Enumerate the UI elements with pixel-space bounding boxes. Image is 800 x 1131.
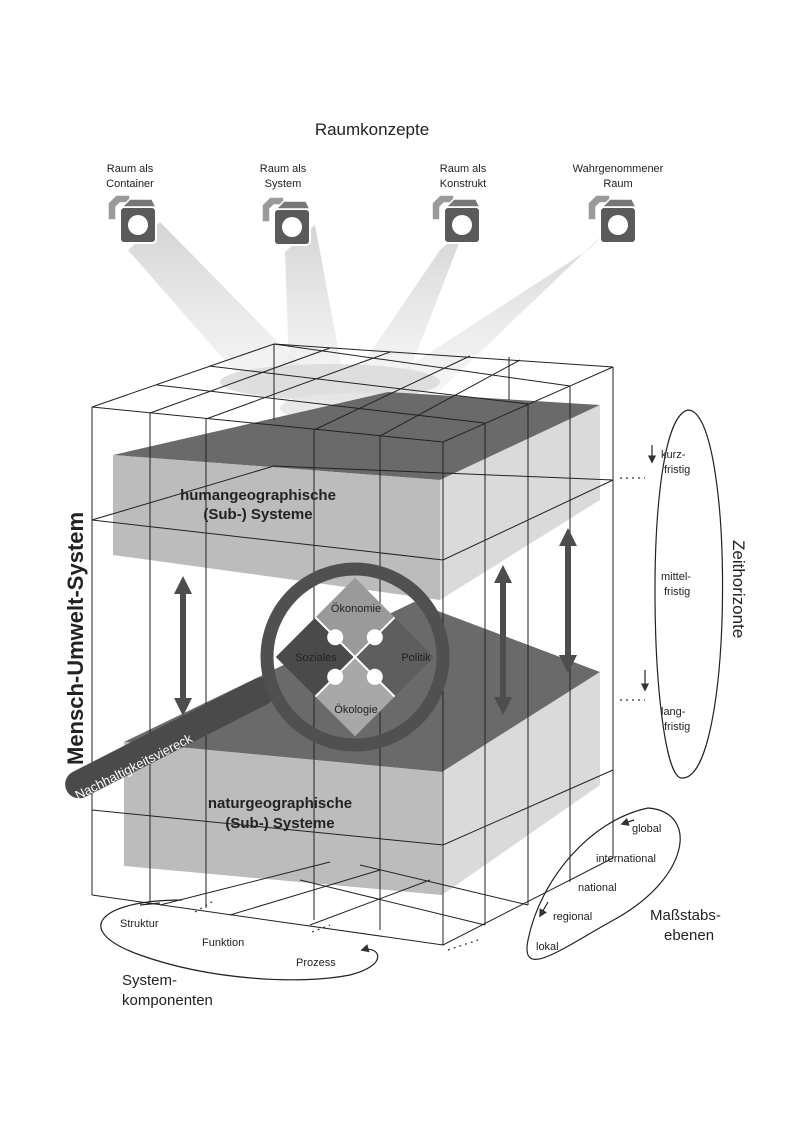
time-label: fristig bbox=[664, 464, 690, 476]
scale-label: global bbox=[632, 823, 661, 835]
concept-label: Konstrukt bbox=[440, 178, 486, 190]
scale-label: regional bbox=[553, 911, 592, 923]
double-arrow-icon bbox=[559, 528, 577, 673]
time-label: fristig bbox=[664, 586, 690, 598]
time-horizons: kurz- fristig mittel- fristig lang- fris… bbox=[640, 409, 748, 779]
nature-slab-label: naturgeographische bbox=[208, 795, 352, 812]
projector-icon bbox=[261, 196, 312, 246]
scale-levels: global international national regional l… bbox=[526, 807, 721, 960]
scale-label: lokal bbox=[536, 941, 559, 953]
double-arrows bbox=[174, 528, 577, 716]
scale-label: national bbox=[578, 882, 617, 894]
human-slab-label: (Sub-) Systeme bbox=[203, 506, 312, 523]
side-label: Mensch-Umwelt-System bbox=[63, 512, 88, 765]
puzzle-label-left: Soziales bbox=[295, 652, 337, 664]
system-label: Funktion bbox=[202, 937, 244, 949]
double-arrow-icon bbox=[494, 565, 512, 715]
concept-label: Wahrgenommener bbox=[573, 163, 664, 175]
concept-label: Raum bbox=[603, 178, 632, 190]
time-title: Zeithorizonte bbox=[729, 540, 748, 638]
magnifier-ring bbox=[260, 562, 450, 752]
concept-label: Raum als bbox=[440, 163, 487, 175]
system-title: System- bbox=[122, 972, 177, 989]
page-title: Raumkonzepte bbox=[315, 120, 429, 139]
system-label: Struktur bbox=[120, 918, 159, 930]
magnifier-handle bbox=[65, 677, 275, 799]
concept-labels: Raum als Container Raum als System Raum … bbox=[106, 163, 664, 190]
guide-dots bbox=[194, 477, 645, 951]
scale-title: ebenen bbox=[664, 927, 714, 944]
light-beams bbox=[128, 222, 612, 423]
scale-label: international bbox=[596, 853, 656, 865]
concept-label: Container bbox=[106, 178, 154, 190]
nature-slab-label: (Sub-) Systeme bbox=[225, 815, 334, 832]
human-slab-label: humangeographische bbox=[180, 487, 336, 504]
projector-icon bbox=[431, 194, 482, 244]
time-label: lang- bbox=[661, 706, 686, 718]
double-arrow-icon bbox=[174, 576, 192, 716]
puzzle-label-top: Ökonomie bbox=[331, 603, 381, 615]
time-label: fristig bbox=[664, 721, 690, 733]
scale-title: Maßstabs- bbox=[650, 907, 721, 924]
concept-label: Raum als bbox=[107, 163, 154, 175]
concept-label: Raum als bbox=[260, 163, 307, 175]
projector-icon bbox=[587, 194, 638, 244]
system-label: Prozess bbox=[296, 957, 336, 969]
system-title: komponenten bbox=[122, 992, 213, 1009]
time-label: kurz- bbox=[661, 449, 686, 461]
concept-label: System bbox=[265, 178, 302, 190]
system-components: Struktur Funktion Prozess System- kompon… bbox=[100, 899, 379, 1009]
puzzle-label-right: Politik bbox=[401, 652, 431, 664]
time-label: mittel- bbox=[661, 571, 691, 583]
puzzle-label-bottom: Ökologie bbox=[334, 704, 377, 716]
projector-icon bbox=[107, 194, 158, 244]
